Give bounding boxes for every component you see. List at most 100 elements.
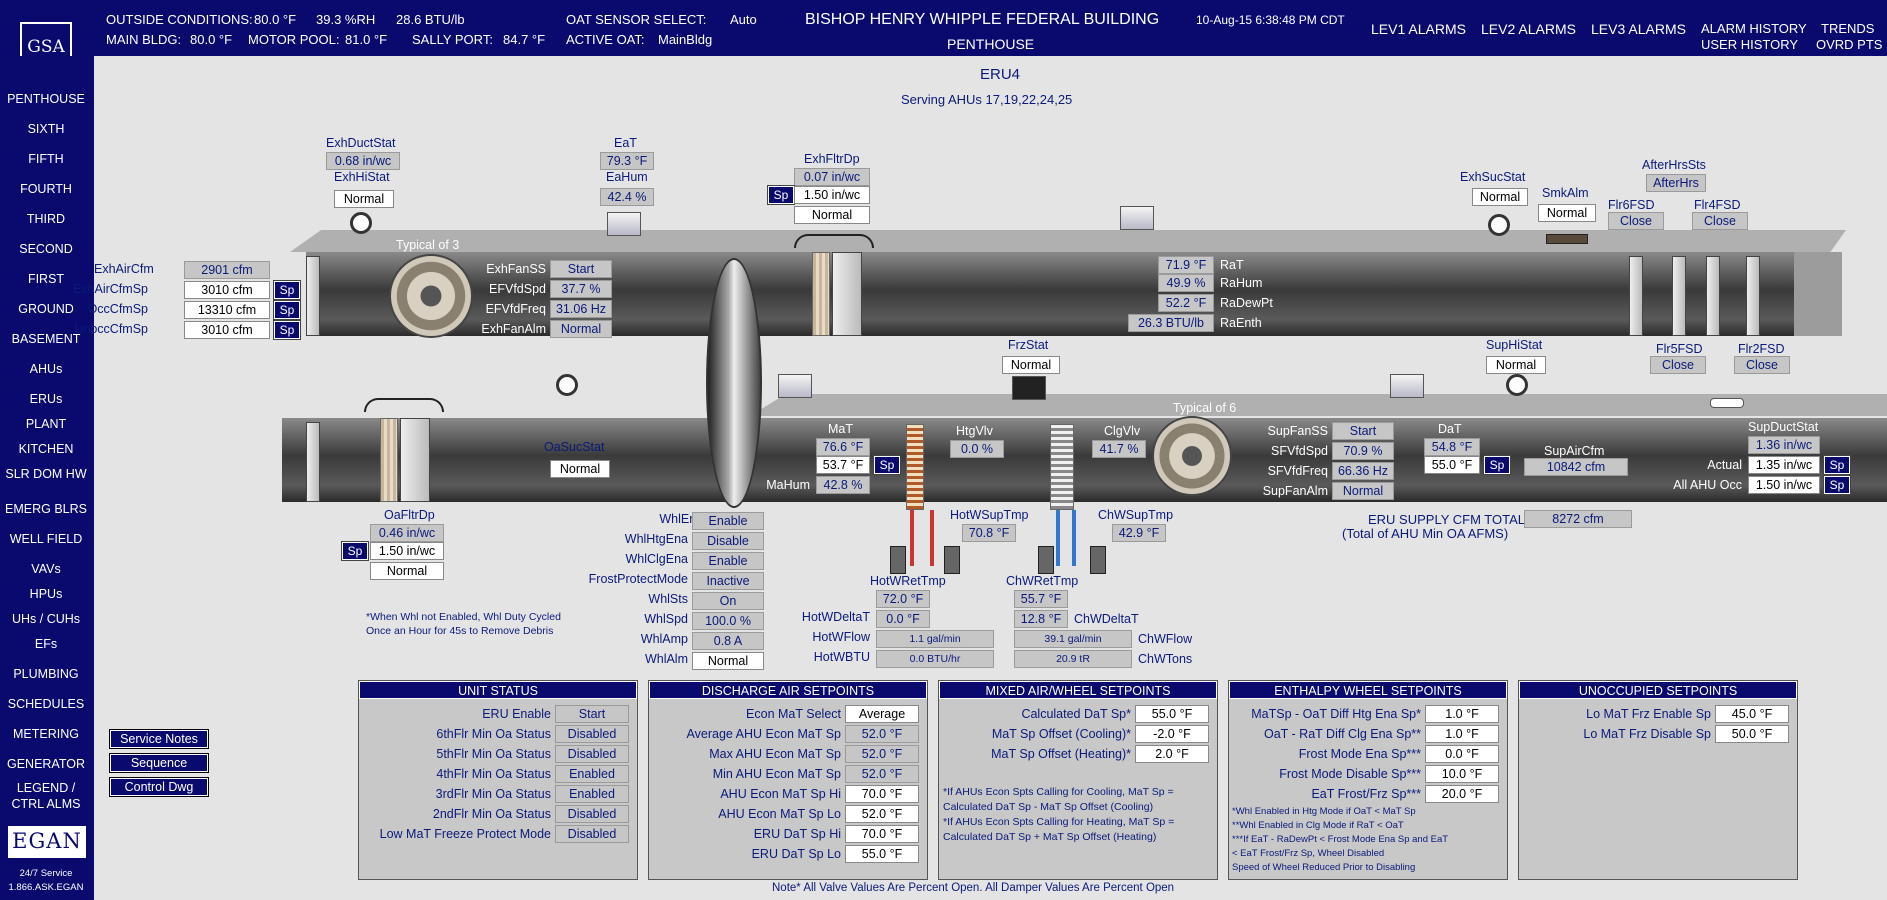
oat-select-value[interactable]: Auto [730, 12, 757, 27]
nav-third[interactable]: THIRD [26, 212, 66, 226]
nav-erus[interactable]: ERUs [29, 392, 63, 406]
nav-vavs[interactable]: VAVs [31, 562, 61, 576]
da-value[interactable]: 55.0 °F [845, 845, 919, 863]
all-ahu-occ-button[interactable]: Sp [1823, 475, 1851, 495]
nav-generator[interactable]: GENERATOR [6, 757, 86, 771]
lev1-alarms-link[interactable]: LEV1 ALARMS [1371, 21, 1466, 37]
nav-emerg-blrs[interactable]: EMERG BLRS [5, 502, 87, 516]
un-value[interactable]: 50.0 °F [1715, 725, 1789, 743]
user-history-link[interactable]: USER HISTORY [1701, 37, 1799, 52]
nav-uhs-cuhs[interactable]: UHs / CUHs [11, 612, 81, 626]
flr4-fsd-value: Close [1692, 212, 1748, 230]
oa-fltr-sp-button[interactable]: Sp [341, 541, 369, 561]
eahum-label: EaHum [606, 170, 648, 184]
da-value[interactable]: Average [845, 705, 919, 723]
nav-second[interactable]: SECOND [19, 242, 73, 256]
nav-hpus[interactable]: HPUs [29, 587, 63, 601]
ew-value[interactable]: 1.0 °F [1425, 725, 1499, 743]
enthalpy-note: *Whl Enabled in Htg Mode if OaT < MaT Sp [1232, 806, 1416, 817]
nav-schedules[interactable]: SCHEDULES [7, 697, 85, 711]
cw-ret-tmp-label: ChWRetTmp [1006, 574, 1079, 588]
ew-value[interactable]: 10.0 °F [1425, 765, 1499, 783]
exh-fltr-sp-button[interactable]: Sp [767, 185, 795, 205]
nav-fifth[interactable]: FIFTH [28, 152, 64, 166]
ovrd-pts-link[interactable]: OVRD PTS [1816, 37, 1883, 52]
service-notes-button[interactable]: Service Notes [109, 729, 209, 749]
ma-value[interactable]: 2.0 °F [1135, 745, 1209, 763]
sequence-button[interactable]: Sequence [109, 753, 209, 773]
oa-filter [380, 418, 398, 502]
sup-fan-ss-value: Start [1332, 422, 1394, 440]
hw-ret-tmp-label: HotWRetTmp [870, 574, 946, 588]
nav-slr-dom-hw[interactable]: SLR DOM HW [5, 467, 87, 481]
actual-sp-button[interactable]: Sp [1823, 455, 1851, 475]
exh-air-cfm-sp-value[interactable]: 3010 cfm [184, 281, 270, 299]
actual-sp-value[interactable]: 1.35 in/wc [1748, 456, 1820, 474]
flr4-damper [1706, 256, 1720, 336]
nav-metering[interactable]: METERING [13, 727, 79, 741]
nav-efs[interactable]: EFs [34, 637, 58, 651]
occ-cfm-sp-value[interactable]: 13310 cfm [184, 301, 270, 319]
da-value[interactable]: 70.0 °F [845, 825, 919, 843]
nav-plant[interactable]: PLANT [25, 417, 67, 431]
ma-value[interactable]: 55.0 °F [1135, 705, 1209, 723]
nav-first[interactable]: FIRST [27, 272, 65, 286]
oc-label: OUTSIDE CONDITIONS: [106, 12, 253, 27]
nav-ctrl-alms[interactable]: CTRL ALMS [11, 797, 81, 811]
da-value[interactable]: 52.0 °F [845, 805, 919, 823]
lev3-alarms-link[interactable]: LEV3 ALARMS [1591, 21, 1686, 37]
lev2-alarms-link[interactable]: LEV2 ALARMS [1481, 21, 1576, 37]
nav-fourth[interactable]: FOURTH [20, 182, 72, 196]
un-label: Lo MaT Frz Enable Sp [1586, 707, 1711, 721]
ew-value[interactable]: 0.0 °F [1425, 745, 1499, 763]
duct-pressure-sensor-icon [1710, 398, 1744, 408]
occ-cfm-sp-button[interactable]: Sp [273, 300, 301, 320]
alarm-history-link[interactable]: ALARM HISTORY [1701, 21, 1807, 36]
da-label: ERU DaT Sp Hi [753, 827, 841, 841]
mat-sp-button[interactable]: Sp [873, 455, 901, 475]
egan-logo[interactable]: EGAN [8, 826, 86, 858]
ew-value[interactable]: 20.0 °F [1425, 785, 1499, 803]
ma-value[interactable]: -2.0 °F [1135, 725, 1209, 743]
nav-well-field[interactable]: WELL FIELD [9, 532, 83, 546]
us-value: Disabled [555, 825, 629, 843]
dat-label: DaT [1438, 422, 1462, 436]
htg-vlv-label: HtgVlv [956, 424, 993, 438]
nav-basement[interactable]: BASEMENT [11, 332, 81, 346]
sup-fan-alm-label: SupFanAlm [1262, 484, 1328, 498]
exh-filter-dp-icon [794, 234, 874, 248]
whl-alm-value: Normal [692, 652, 764, 670]
control-dwg-button[interactable]: Control Dwg [109, 777, 209, 797]
trends-link[interactable]: TRENDS [1821, 21, 1875, 36]
ew-label: OaT - RaT Diff Clg Ena Sp** [1263, 727, 1421, 741]
sf-vfd-spd-value: 70.9 % [1332, 442, 1394, 460]
un-value[interactable]: 45.0 °F [1715, 705, 1789, 723]
exh-fltr-sp-value[interactable]: 1.50 in/wc [794, 186, 870, 204]
sf-vfd-freq-label: SFVfdFreq [1267, 464, 1328, 478]
nav-penthouse[interactable]: PENTHOUSE [7, 92, 85, 106]
mahum-label: MaHum [766, 478, 810, 492]
da-label: AHU Econ MaT Sp Hi [720, 787, 841, 801]
flr2-fsd-label: Flr2FSD [1738, 342, 1785, 356]
nav-kitchen[interactable]: KITCHEN [18, 442, 74, 456]
supply-fan-icon [1152, 416, 1232, 496]
nav-sixth[interactable]: SIXTH [27, 122, 65, 136]
nav-plumbing[interactable]: PLUMBING [13, 667, 79, 681]
dat-sp-value[interactable]: 55.0 °F [1424, 456, 1480, 474]
oa-fltr-sp-value[interactable]: 1.50 in/wc [370, 542, 444, 560]
flr5-fsd-value: Close [1650, 356, 1706, 374]
dat-sp-button[interactable]: Sp [1483, 455, 1511, 475]
nav-legend[interactable]: LEGEND / [16, 781, 76, 795]
nav-ahus[interactable]: AHUs [29, 362, 63, 376]
unocc-cfm-sp-value[interactable]: 3010 cfm [184, 321, 270, 339]
mat-sp-value[interactable]: 53.7 °F [816, 456, 870, 474]
sup-hi-stat-gauge-icon [1506, 374, 1528, 396]
nav-ground[interactable]: GROUND [18, 302, 74, 316]
exh-air-cfm-sp-button[interactable]: Sp [273, 280, 301, 300]
da-value[interactable]: 70.0 °F [845, 785, 919, 803]
ma-label: MaT Sp Offset (Cooling)* [991, 727, 1131, 741]
exh-hi-stat-value: Normal [334, 190, 394, 208]
unocc-cfm-sp-button[interactable]: Sp [273, 320, 301, 340]
all-ahu-occ-value[interactable]: 1.50 in/wc [1748, 476, 1820, 494]
ew-value[interactable]: 1.0 °F [1425, 705, 1499, 723]
